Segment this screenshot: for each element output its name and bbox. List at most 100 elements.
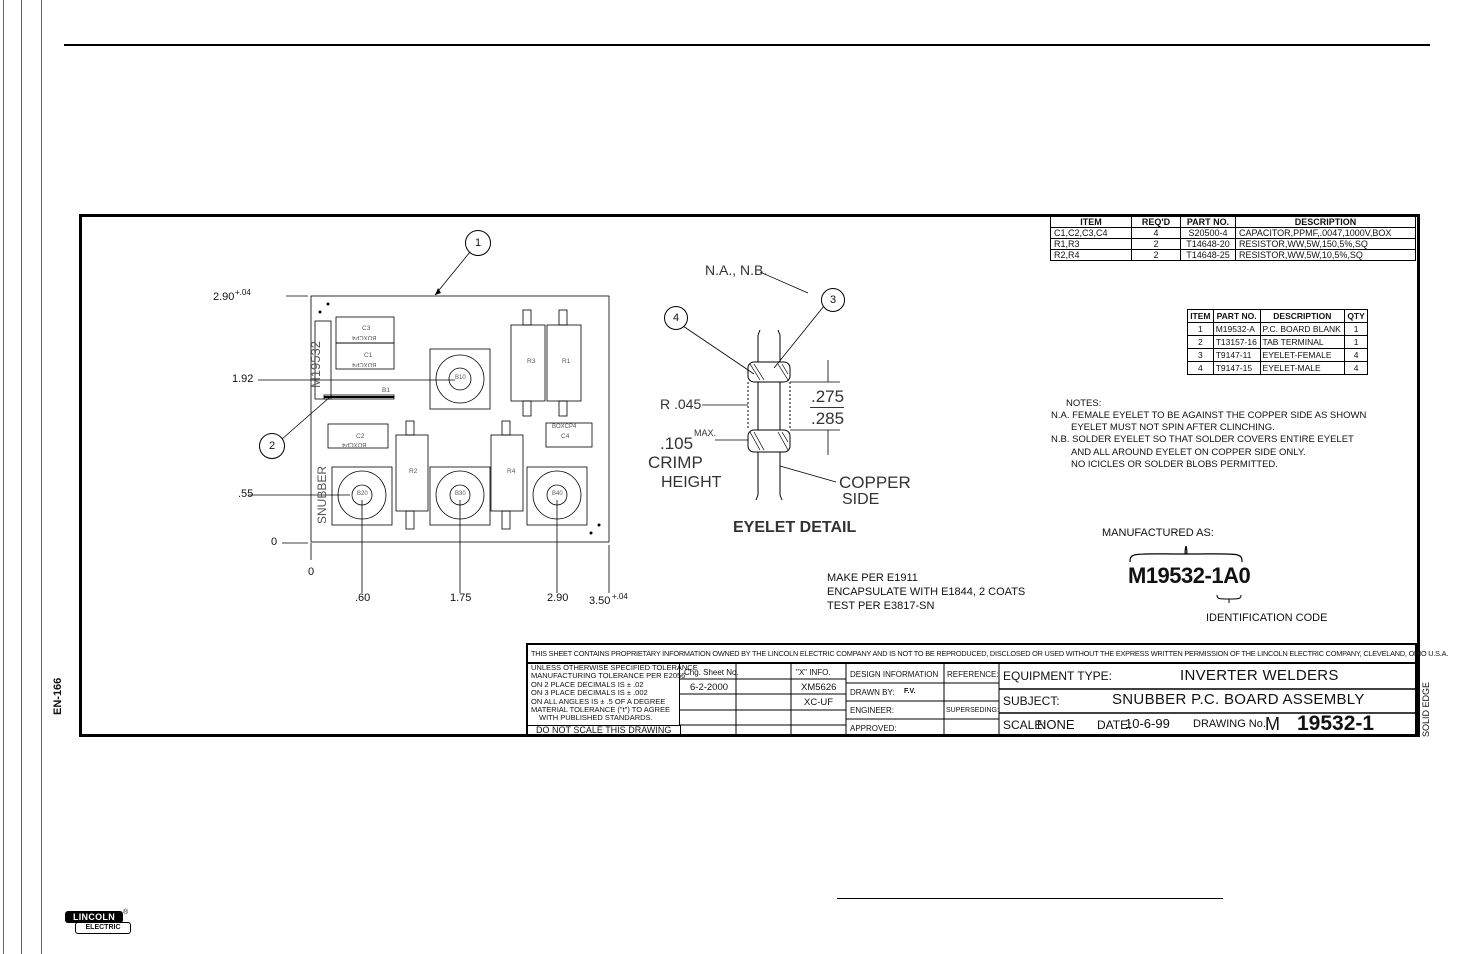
logo-registered: ® [123,909,129,916]
bom-col-item: ITEM [1050,216,1132,228]
b20-label: B20 [357,491,368,497]
bom-col-description: DESCRIPTION [1235,216,1416,228]
callout-1-label: 1 [474,237,482,249]
dim-1-75: 1.75 [450,592,472,604]
brace-bottom [1216,594,1242,604]
process-line-3: TEST PER E3817-SN [827,600,935,612]
subject-value: SNUBBER P.C. BOARD ASSEMBLY [1112,691,1365,708]
b40-label: B40 [552,491,563,497]
parts-cell: 4 [1187,361,1214,375]
bom-cell: 2 [1131,238,1181,250]
eyelet-detail-title: EYELET DETAIL [733,519,857,536]
note-nb-2: AND ALL AROUND EYELET ON COPPER SIDE ONL… [1071,447,1306,458]
drawing-no-value: 19532-1 [1297,712,1375,735]
tol-line-1: UNLESS OTHERWISE SPECIFIED TOLERANCE [531,663,698,672]
tol-line-6: MATERIAL TOLERANCE ("t") TO AGREE [531,705,670,714]
solid-edge-label: SOLID EDGE [1421,681,1431,737]
title-right-grid [999,688,1417,714]
eyelet-crimp-label: CRIMP [648,453,703,472]
proprietary-notice: THIS SHEET CONTAINS PROPRIETARY INFORMAT… [531,649,1449,658]
callout-1: 1 [465,230,491,256]
scale-label: SCALE: [1003,718,1046,732]
parts-cell: 1 [1344,322,1368,336]
bom-cell: C1,C2,C3,C4 [1050,227,1132,239]
drawn-by-value: F.V. [904,688,916,695]
subject-label: SUBJECT: [1003,694,1060,708]
callout-3: 3 [821,288,845,312]
date-value: 10-6-99 [1125,716,1170,731]
tolerance-cell [527,664,680,725]
margin-line-red [3,0,4,954]
parts-cell: M19532-A [1212,322,1261,336]
callout-4: 4 [664,306,688,330]
b1-label: B1 [382,387,390,394]
bom-table: ITEM REQ'D PART NO. DESCRIPTION C1,C2,C3… [1050,216,1416,261]
parts-cell: P.C. BOARD BLANK [1259,322,1346,336]
reference-label: REFERENCE: [947,670,999,679]
c1-code: BOXCP4 [352,361,377,367]
drawn-by-label: DRAWN BY: [850,688,895,697]
parts-header-row: ITEM PART NO. DESCRIPTION QTY [1187,309,1368,323]
bom-cell: S20500-4 [1180,227,1236,239]
dim-2-90-y: 2.90 [213,291,235,303]
callout-2: 2 [259,433,285,459]
table-row: 1 M19532-A P.C. BOARD BLANK 1 [1187,322,1368,336]
title-block-divider [526,662,1417,664]
parts-cell: 4 [1344,348,1368,362]
table-row: 3 T9147-11 EYELET-FEMALE 4 [1187,348,1368,362]
eyelet-height-label: HEIGHT [661,474,722,491]
parts-cell: 4 [1344,361,1368,375]
eyelet-detail-drawing [682,271,840,501]
parts-cell: 1 [1187,322,1214,336]
c1-label: C1 [364,352,373,359]
tol-line-5: ON ALL ANGLES IS ± .5 OF A DEGREE [531,697,666,706]
logo-top: LINCOLN [65,911,123,923]
superseding-label: SUPERSEDING: [946,707,999,714]
approved-label: APPROVED: [850,724,897,733]
equipment-type-label: EQUIPMENT TYPE: [1003,669,1112,683]
r3-label: R3 [527,358,536,365]
callout-3-label: 3 [829,294,837,306]
b10-label: B10 [455,375,466,381]
logo-top-text: LINCOLN [72,912,116,922]
eyelet-fraction-bar [810,407,844,408]
tol-line-2: MANUFACTURING TOLERANCE PER E2056 [531,671,686,680]
note-na-2: EYELET MUST NOT SPIN AFTER CLINCHING. [1071,422,1275,433]
bom-cell: R2,R4 [1050,249,1132,261]
note-na-1: N.A. FEMALE EYELET TO BE AGAINST THE COP… [1051,410,1367,421]
bom-header-row: ITEM REQ'D PART NO. DESCRIPTION [1050,216,1416,228]
dim-060: .60 [355,592,371,604]
pc-board-drawing [248,251,610,593]
design-info-label: DESIGN INFORMATION [850,670,939,679]
parts-cell: EYELET-FEMALE [1259,348,1346,362]
eyelet-side-label: SIDE [842,491,880,508]
drawing-no-label: DRAWING No.: [1193,718,1269,730]
x-info-2: XC-UF [804,697,834,708]
dim-3-50: 3.50 [589,595,611,607]
parts-col-partno: PART NO. [1212,309,1261,323]
bom-col-reqd: REQ'D [1131,216,1181,228]
table-row: R2,R4 2 T14648-25 RESISTOR,WW,5W,10,5%,S… [1050,249,1416,261]
c3-label: C3 [362,325,371,332]
drawing-no-prefix: M [1265,714,1280,734]
notes-title: NOTES: [1066,398,1102,409]
parts-cell: T9147-15 [1212,361,1261,375]
r2-label: R2 [409,468,418,475]
c4-label: C4 [561,433,570,440]
parts-cell: 1 [1344,335,1368,349]
do-not-scale-cell [527,725,681,736]
logo-bottom-text: ELECTRIC [85,924,121,931]
x-info-label: "X" INFO. [796,668,831,677]
title-block [526,643,1417,737]
bom-cell: RESISTOR,WW,5W,10,5%,SQ [1235,249,1416,261]
bom-cell: 4 [1131,227,1181,239]
bom-cell: RESISTOR,WW,5W,150,5%,SQ [1235,238,1416,250]
dim-0-y: 0 [271,536,278,548]
parts-col-qty: QTY [1344,309,1368,323]
scale-value: NONE [1037,717,1075,732]
r1-label: R1 [562,358,571,365]
table-row: C1,C2,C3,C4 4 S20500-4 CAPACITOR,PPMF,.0… [1050,227,1416,239]
footer-rule [837,898,1223,899]
dim-1-92: 1.92 [232,373,254,385]
bom-cell: T14648-25 [1180,249,1236,261]
